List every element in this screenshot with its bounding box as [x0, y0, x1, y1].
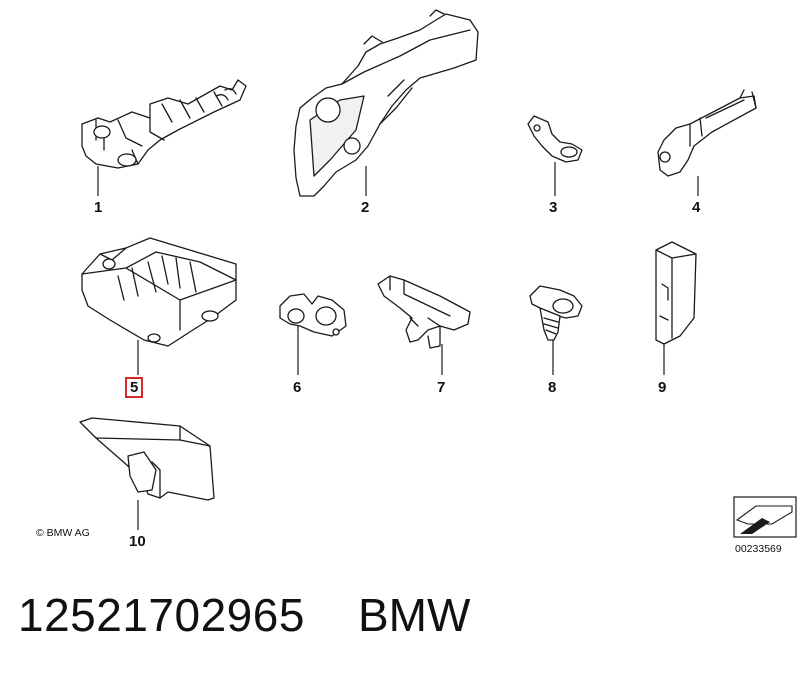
callout-4: 4 [692, 199, 701, 216]
part-10-shield-cover [79, 417, 215, 530]
part-5-tray-bracket [81, 237, 237, 375]
callout-10: 10 [129, 533, 146, 550]
part-3-ring-terminal [527, 115, 583, 196]
callout-3: 3 [549, 199, 558, 216]
callout-6: 6 [293, 379, 302, 396]
part-1-holder-bracket [81, 79, 247, 196]
part-9-clip-housing [655, 241, 697, 375]
callout-9: 9 [658, 379, 667, 396]
part-number: 12521702965 [18, 589, 305, 641]
callout-7: 7 [437, 379, 446, 396]
part-7-rail-clip [377, 275, 471, 375]
callout-1: 1 [94, 199, 103, 216]
diagram-id-label: 00233569 [735, 543, 782, 555]
part-2-mounting-bracket [293, 9, 479, 197]
callout-2: 2 [361, 199, 370, 216]
callout-8: 8 [548, 379, 557, 396]
brand-name: BMW [358, 589, 471, 641]
callout-5[interactable]: 5 [124, 377, 144, 398]
part-6-cable-clamp [279, 293, 347, 375]
part-4-cable-bracket [657, 89, 757, 196]
part-8-push-clip [529, 285, 583, 375]
arrow-box-icon [733, 496, 797, 538]
copyright-label: © BMW AG [36, 527, 90, 539]
